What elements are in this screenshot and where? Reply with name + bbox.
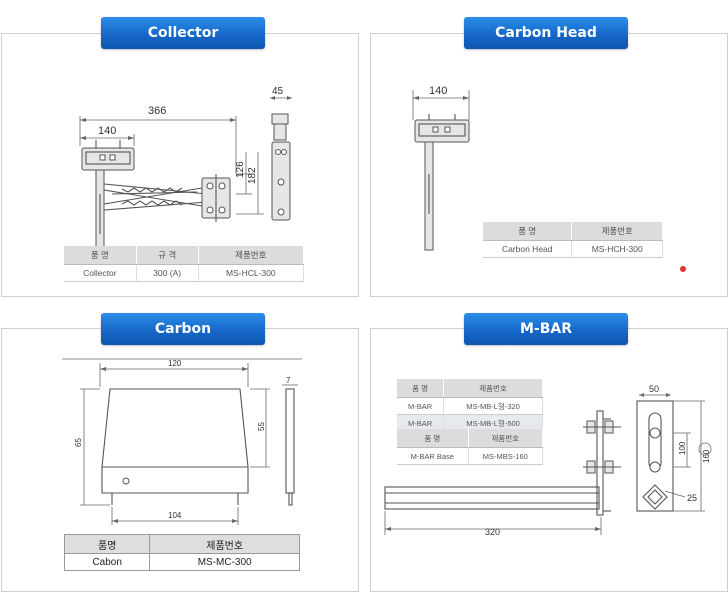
dim-320: 320 bbox=[485, 527, 500, 537]
col-header-name: 품 명 bbox=[64, 246, 137, 265]
col-header-code: 제품번호 bbox=[571, 222, 663, 241]
col-header-code: 제품번호 bbox=[443, 379, 543, 398]
dim-25: 25 bbox=[687, 493, 697, 503]
dim-120: 120 bbox=[168, 359, 182, 368]
carbon-head-spec-table: 품 명 제품번호 Carbon Head MS-HCH-300 bbox=[483, 222, 663, 258]
carbon-drawing: 120 65 55 104 7 bbox=[62, 358, 302, 525]
collector-title: Collector bbox=[101, 17, 265, 49]
col-header-spec: 규 격 bbox=[136, 246, 199, 265]
dim-100: 100 bbox=[678, 441, 687, 455]
table-row: M-BAR Base MS-MBS-160 bbox=[397, 447, 544, 465]
col-header-code: 제품번호 bbox=[468, 429, 544, 448]
col-header-name: 품 명 bbox=[397, 379, 445, 398]
dim-140: 140 bbox=[429, 85, 447, 97]
mbar-drawing: 320 50 100 160 25 bbox=[384, 384, 712, 537]
table-row: M-BAR MS-MB-L형-500 bbox=[397, 414, 543, 432]
dim-366: 366 bbox=[148, 105, 166, 117]
collector-panel: 366 140 bbox=[1, 33, 359, 297]
col-header-code: 제품번호 bbox=[149, 534, 300, 554]
table-row: M-BAR MS-MB-L형-320 bbox=[397, 397, 543, 415]
dim-104: 104 bbox=[168, 511, 182, 520]
col-header-name: 품 명 bbox=[483, 222, 573, 241]
carbon-head-panel: 140 품 명 제품번호 Carbon Head MS-HCH-300 bbox=[370, 33, 728, 297]
dim-55: 55 bbox=[257, 422, 266, 431]
mbar-base-spec-table: 품 명 제품번호 M-BAR Base MS-MBS-160 bbox=[397, 429, 544, 465]
dim-160: 160 bbox=[702, 449, 711, 463]
mbar-spec-table: 품 명 제품번호 M-BAR MS-MB-L형-320 M-BAR MS-MB-… bbox=[397, 379, 543, 432]
carbon-spec-table: 품명 제품번호 Cabon MS-MC-300 bbox=[63, 534, 300, 571]
col-header-code: 제품번호 bbox=[198, 246, 305, 265]
table-row: Collector 300 (A) MS-HCL-300 bbox=[64, 264, 305, 282]
table-row: Cabon MS-MC-300 bbox=[63, 553, 300, 571]
dim-126: 126 bbox=[235, 161, 246, 178]
dim-182: 182 bbox=[247, 167, 258, 184]
col-header-name: 품 명 bbox=[397, 429, 469, 448]
collector-spec-table: 품 명 규 격 제품번호 Collector 300 (A) MS-HCL-30… bbox=[64, 246, 305, 282]
carbon-head-title: Carbon Head bbox=[464, 17, 628, 49]
carbon-head-drawing: 140 bbox=[412, 85, 686, 272]
dim-7: 7 bbox=[286, 376, 291, 385]
col-header-name: 품명 bbox=[63, 534, 151, 554]
carbon-panel: 120 65 55 104 7 품명 제품번호 C bbox=[1, 328, 359, 592]
mbar-title: M-BAR bbox=[464, 313, 628, 345]
dim-50: 50 bbox=[649, 384, 659, 394]
dim-140: 140 bbox=[98, 125, 116, 137]
dim-65: 65 bbox=[74, 438, 83, 447]
table-row: Carbon Head MS-HCH-300 bbox=[483, 240, 663, 258]
collector-drawing: 366 140 bbox=[79, 86, 292, 261]
mbar-panel: 320 50 100 160 25 품 명 제품번호 M-BAR MS-MB-L… bbox=[370, 328, 728, 592]
carbon-title: Carbon bbox=[101, 313, 265, 345]
dim-45: 45 bbox=[272, 86, 284, 97]
